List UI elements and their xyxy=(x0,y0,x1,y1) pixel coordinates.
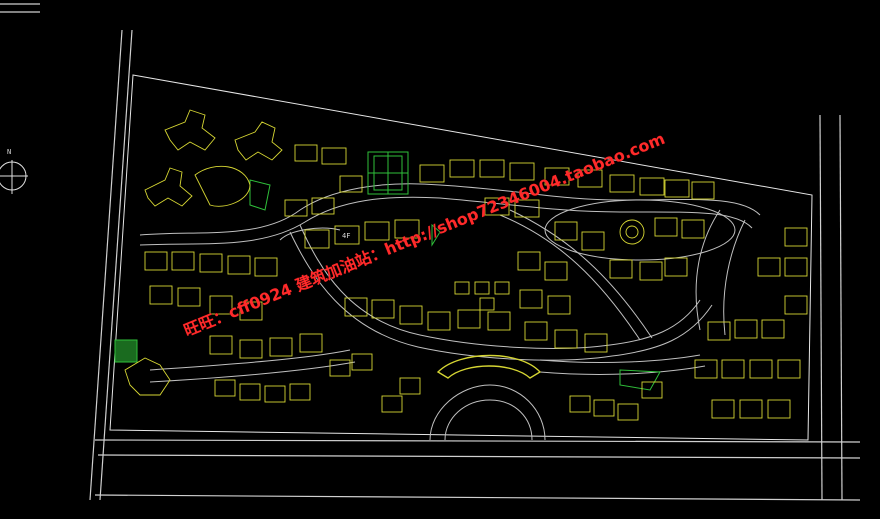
block-label: 4F xyxy=(342,232,351,240)
tower-buildings xyxy=(124,109,645,396)
residential-buildings xyxy=(144,144,808,421)
outer-streets xyxy=(0,3,861,501)
site-boundary xyxy=(109,74,813,441)
compass-label: N xyxy=(7,148,12,156)
green-features xyxy=(114,151,661,391)
internal-roads xyxy=(139,183,761,441)
north-compass xyxy=(0,160,28,194)
